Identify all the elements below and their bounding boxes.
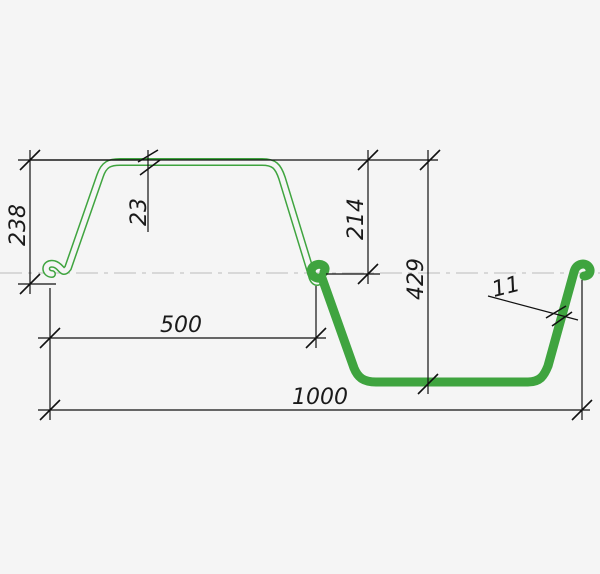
dimension-label-429: 429: [404, 258, 429, 300]
dimension-label-214: 214: [344, 198, 369, 240]
dimension-top-line: [30, 149, 441, 171]
solid-sheet-profile: [306, 259, 595, 387]
dimension-214: 214: [326, 150, 380, 285]
dimension-500: 500: [38, 286, 327, 420]
dimension-label-11: 11: [489, 272, 522, 303]
dimension-label-23: 23: [127, 198, 152, 226]
dimension-label-1000: 1000: [292, 385, 348, 410]
dimension-23: 23: [127, 149, 161, 232]
dimension-label-500: 500: [160, 313, 202, 338]
dimension-1000: 1000: [38, 280, 593, 421]
dimension-label-238: 238: [6, 204, 31, 246]
dimension-429: 429: [404, 150, 439, 395]
outlined-sheet-profile: [42, 158, 326, 286]
